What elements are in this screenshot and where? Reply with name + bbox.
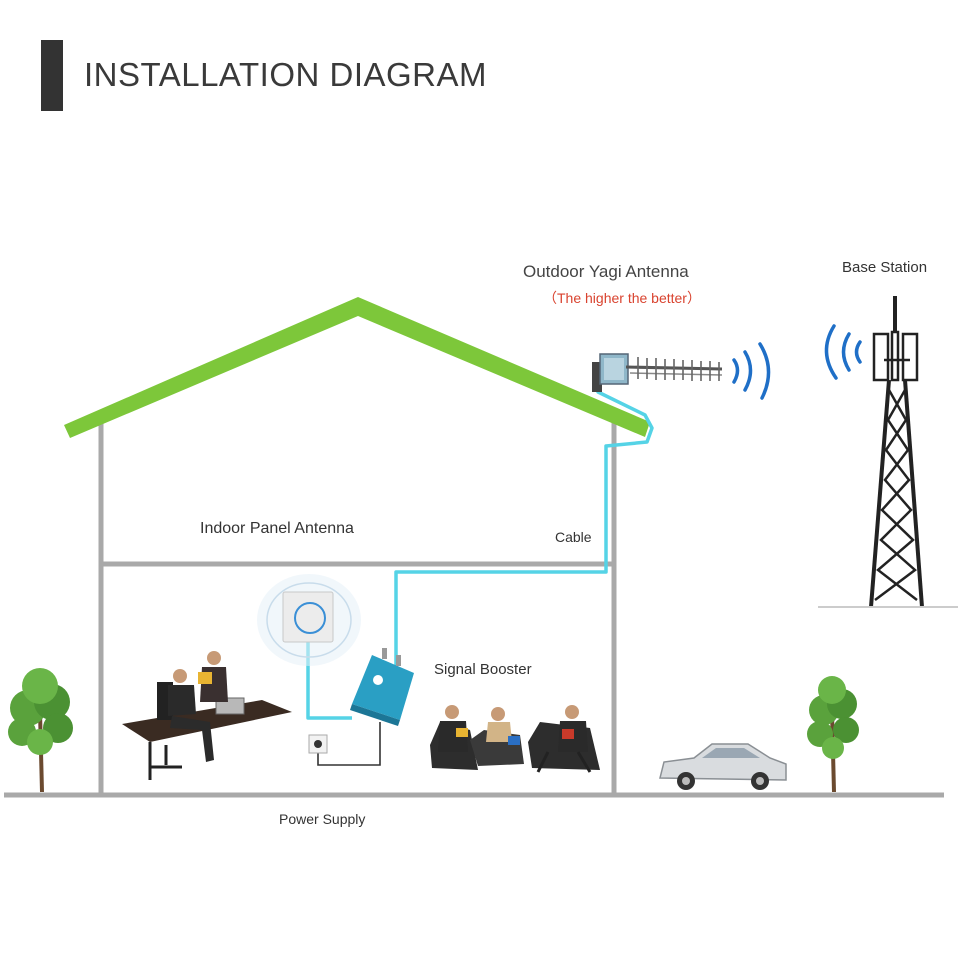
indoor-antenna-label: Indoor Panel Antenna [200, 520, 354, 537]
base-station-signal-waves-icon [824, 324, 862, 380]
header-accent-bar [41, 40, 63, 111]
yagi-signal-waves-icon [732, 342, 771, 400]
yagi-antenna-icon [592, 353, 723, 392]
house-walls [98, 422, 617, 795]
outdoor-antenna-note: （The higher the better） [543, 290, 701, 306]
power-socket-icon [308, 734, 328, 754]
office-workers-illustration [122, 651, 292, 780]
base-station-label: Base Station [842, 259, 928, 276]
car-icon [659, 743, 787, 790]
power-supply-label: Power Supply [279, 811, 366, 827]
right-tree-icon [807, 676, 859, 793]
signal-booster-label: Signal Booster [434, 661, 532, 678]
base-station-tower-icon [818, 296, 958, 608]
house-roof [64, 297, 650, 438]
indoor-panel-antenna-icon [257, 574, 361, 666]
left-tree-icon [8, 668, 73, 793]
power-cord [317, 722, 381, 766]
cable-label: Cable [555, 529, 592, 545]
main-cable [394, 373, 654, 680]
page-title: INSTALLATION DIAGRAM [84, 56, 488, 93]
outdoor-antenna-label: Outdoor Yagi Antenna [523, 262, 689, 281]
seated-people-illustration [430, 705, 600, 773]
signal-booster-icon [350, 648, 414, 726]
